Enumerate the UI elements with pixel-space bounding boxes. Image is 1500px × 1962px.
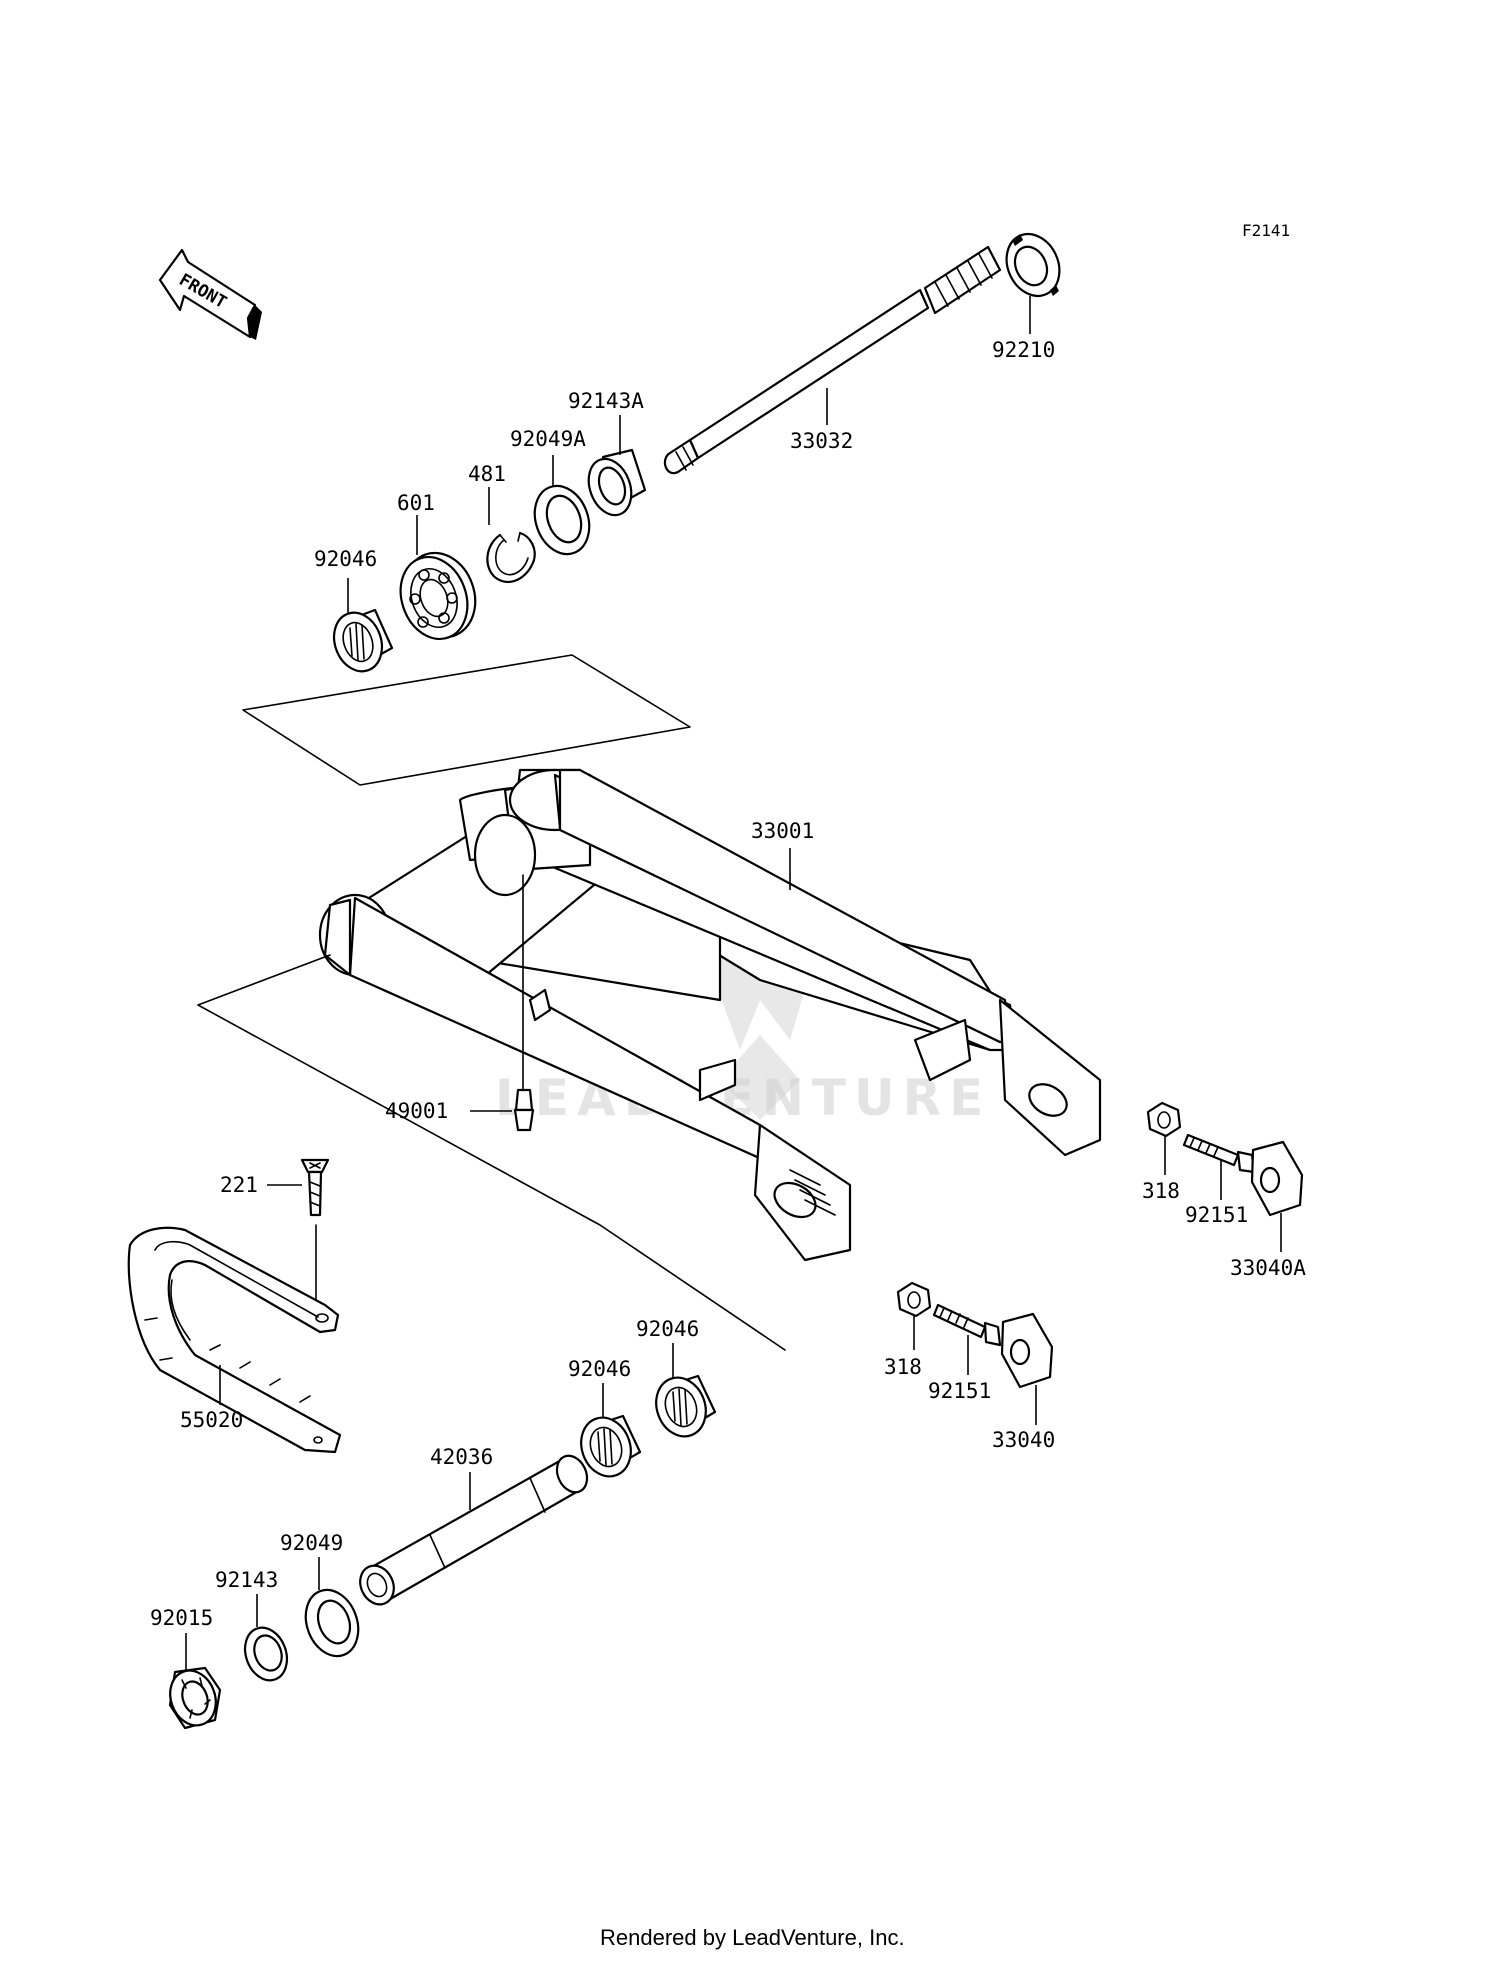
part-92046-needle-bearing-b1[interactable] bbox=[573, 1411, 642, 1484]
part-481-circlip[interactable] bbox=[486, 531, 536, 584]
callout-55020: 55020 bbox=[180, 1408, 243, 1432]
part-33040-adjuster[interactable] bbox=[1000, 1312, 1054, 1389]
part-92210-nut[interactable] bbox=[997, 225, 1069, 304]
part-92049A-seal[interactable] bbox=[526, 478, 599, 562]
part-221-screw[interactable] bbox=[300, 1158, 330, 1217]
callout-481: 481 bbox=[468, 462, 506, 486]
part-601-bearing[interactable] bbox=[390, 543, 487, 648]
callout-92143A: 92143A bbox=[568, 389, 644, 413]
part-42036-pivot-sleeve[interactable] bbox=[354, 1451, 593, 1610]
callout-601: 601 bbox=[397, 491, 435, 515]
callout-49001: 49001 bbox=[385, 1099, 448, 1123]
callout-33040A: 33040A bbox=[1230, 1256, 1306, 1280]
part-33032-axle[interactable] bbox=[663, 245, 1002, 475]
part-49001-grease-nipple[interactable] bbox=[513, 874, 535, 1132]
part-92046-needle-bearing-b2[interactable] bbox=[648, 1371, 717, 1444]
footer-credit: Rendered by LeadVenture, Inc. bbox=[600, 1925, 905, 1950]
callout-33032: 33032 bbox=[790, 429, 853, 453]
front-arrow-icon[interactable]: FRONT bbox=[158, 248, 262, 340]
callout-318-left: 318 bbox=[884, 1355, 922, 1379]
callout-92049: 92049 bbox=[280, 1531, 343, 1555]
callout-33001: 33001 bbox=[751, 819, 814, 843]
part-92046-needle-bearing-top[interactable] bbox=[326, 606, 394, 678]
callout-92046-b1: 92046 bbox=[568, 1357, 631, 1381]
part-33040A-adjuster[interactable] bbox=[1250, 1140, 1304, 1217]
part-92143-collar[interactable] bbox=[238, 1622, 294, 1686]
callout-33040: 33040 bbox=[992, 1428, 1055, 1452]
part-92151-bolt-left[interactable] bbox=[932, 1303, 1002, 1347]
callout-92046-b2: 92046 bbox=[636, 1317, 699, 1341]
callout-221: 221 bbox=[220, 1173, 258, 1197]
callout-92151-right: 92151 bbox=[1185, 1203, 1248, 1227]
callout-92046-top: 92046 bbox=[314, 547, 377, 571]
part-33001-swingarm[interactable] bbox=[318, 768, 1102, 1262]
callout-92143: 92143 bbox=[215, 1568, 278, 1592]
callout-92151-left: 92151 bbox=[928, 1379, 991, 1403]
part-92151-bolt-right[interactable] bbox=[1182, 1133, 1256, 1174]
part-92143A-collar[interactable] bbox=[581, 448, 647, 521]
part-92049-seal[interactable] bbox=[297, 1583, 367, 1664]
callout-92049A: 92049A bbox=[510, 427, 586, 451]
callout-42036: 42036 bbox=[430, 1445, 493, 1469]
part-55020-chain-guard[interactable] bbox=[127, 1226, 342, 1454]
figure-code: F2141 bbox=[1242, 221, 1290, 240]
callout-318-right: 318 bbox=[1142, 1179, 1180, 1203]
callout-92015: 92015 bbox=[150, 1606, 213, 1630]
part-92015-nut[interactable] bbox=[163, 1664, 223, 1732]
part-318-nut-left[interactable] bbox=[896, 1281, 932, 1318]
part-318-nut-right[interactable] bbox=[1146, 1101, 1182, 1138]
callout-92210: 92210 bbox=[992, 338, 1055, 362]
